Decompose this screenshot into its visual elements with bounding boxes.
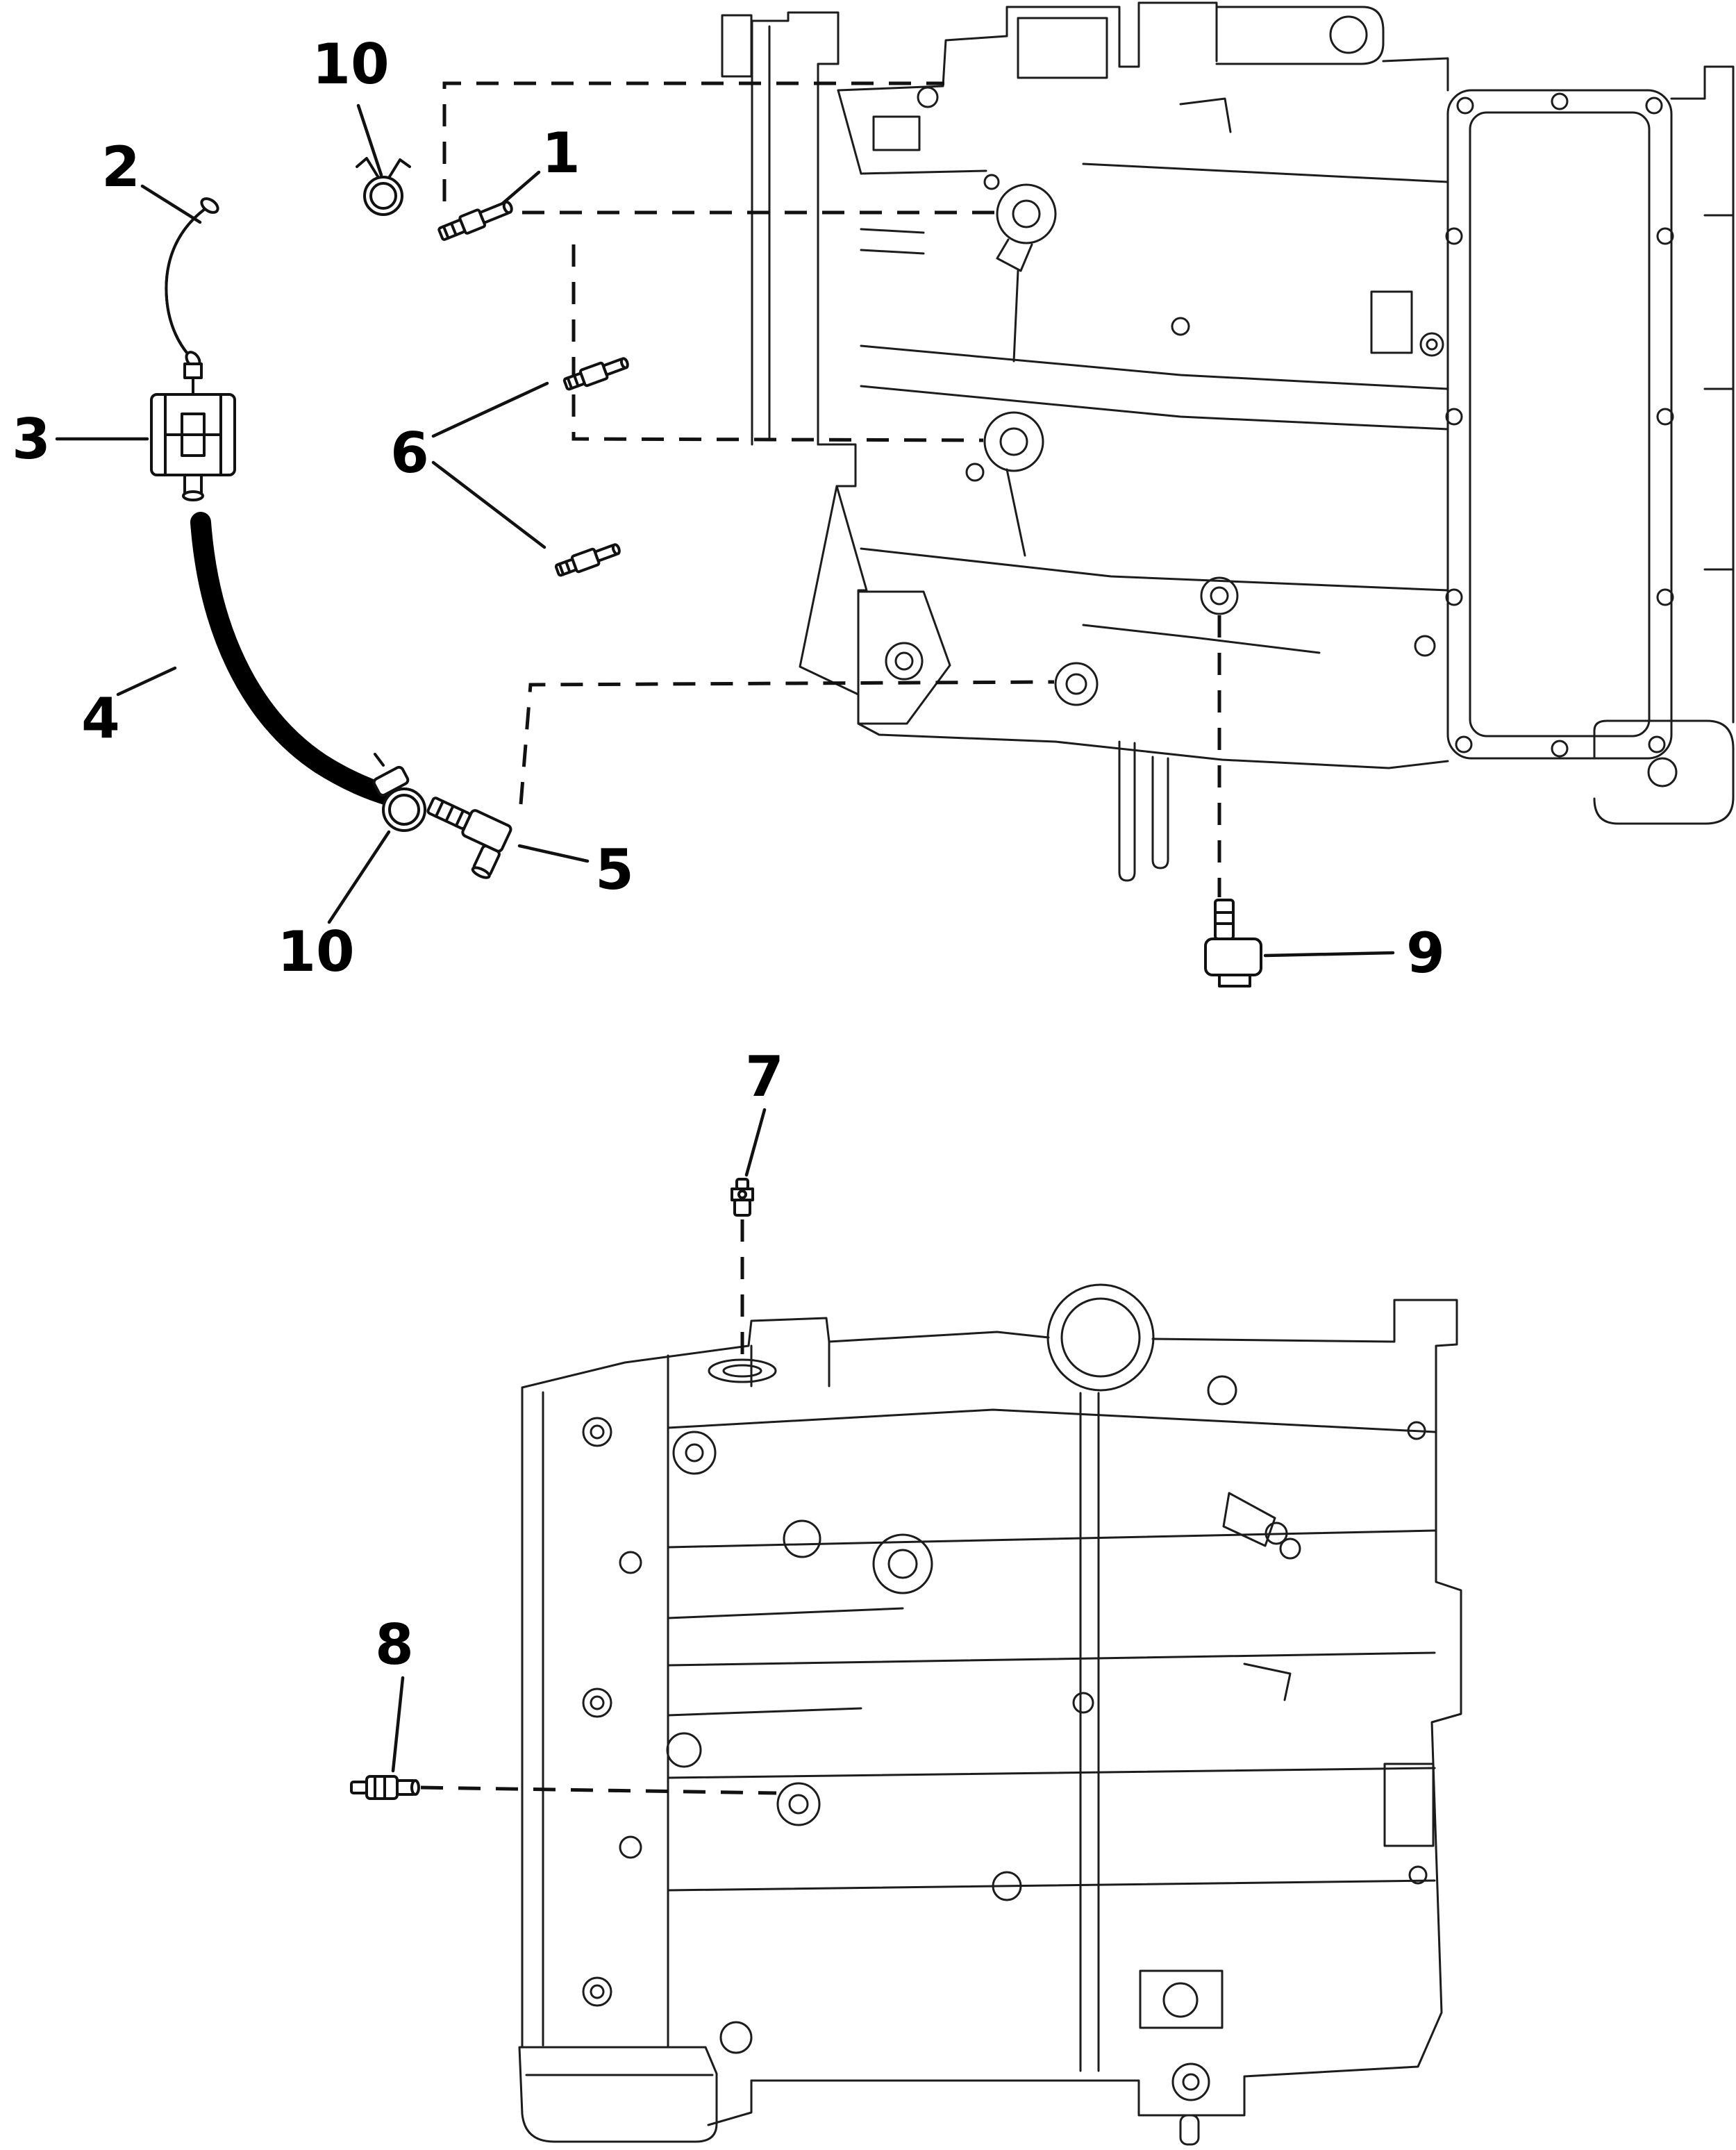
part-1-fitting [437,200,513,241]
part-2-hose [165,197,219,369]
part-7-valve [731,1178,754,1217]
leader-4 [116,666,177,697]
dashed-connector-part6 [571,244,984,442]
leader-9 [1263,951,1395,958]
callout-2: 2 [101,135,140,199]
leader-6a [431,381,549,438]
callout-8: 8 [375,1612,414,1677]
part-6-plug-a [562,357,629,391]
part-4-hose [190,512,401,806]
part-3-filter [150,362,236,501]
callout-7: 7 [745,1044,784,1109]
dashed-connectors [420,81,1221,1795]
callout-10-bottom: 10 [277,919,354,984]
callout-6: 6 [390,421,429,485]
callout-3: 3 [12,407,51,472]
leader-5 [517,844,590,863]
dashed-connector-part1-top [442,81,944,201]
leader-lines [55,103,1395,1773]
callout-4: 4 [81,686,120,751]
part-6-plug-b [554,543,621,577]
part-10-clamp-bottom [372,753,426,832]
dashed-connector-part5 [519,680,1055,805]
leader-6b [431,460,546,549]
part-8-fitting [350,1775,420,1800]
leader-2 [140,184,202,224]
engine-block-top [721,1,1735,882]
callout-9: 9 [1406,921,1445,985]
leader-10-top [356,103,383,177]
callout-10-top: 10 [312,32,389,97]
leader-8 [391,1676,405,1773]
part-9-elbow-fitting [1204,899,1262,988]
engine-block-bottom [518,1283,1462,2146]
leader-7 [744,1108,767,1177]
callout-1: 1 [542,121,581,185]
part-10-clamp-top [356,157,411,216]
leader-10-bottom [327,830,391,924]
callout-5: 5 [595,838,634,902]
dashed-connector-part8 [420,1785,777,1795]
part-5-elbow-fitting [426,797,512,879]
